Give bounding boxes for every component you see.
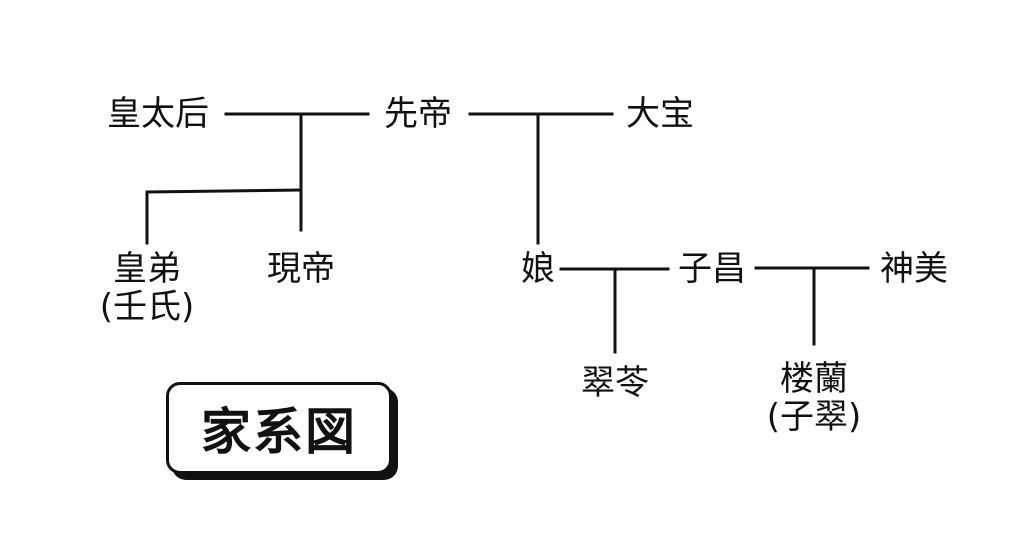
person-former-emperor: 先帝 bbox=[384, 95, 452, 133]
person-name: 大宝 bbox=[626, 94, 694, 134]
person-name: 神美 bbox=[880, 249, 948, 289]
sibling-bar-dowager-children bbox=[145, 188, 303, 194]
diagram-title: 家系図 bbox=[201, 403, 357, 461]
person-shisho: 子昌 bbox=[678, 250, 746, 288]
person-daughter: 娘 bbox=[521, 250, 555, 288]
person-name: 皇弟 bbox=[113, 249, 181, 289]
person-name: 現帝 bbox=[267, 249, 335, 289]
person-taiho: 大宝 bbox=[626, 95, 694, 133]
person-alias: (子翠) bbox=[766, 397, 862, 437]
person-name: 皇太后 bbox=[107, 94, 209, 134]
diagram-title-box: 家系図 bbox=[166, 382, 392, 474]
person-shinbi: 神美 bbox=[880, 250, 948, 288]
person-name: 娘 bbox=[521, 249, 555, 289]
person-empress-dowager: 皇太后 bbox=[107, 95, 209, 133]
person-suirei: 翠苓 bbox=[581, 364, 649, 402]
person-alias: (壬氏) bbox=[99, 287, 195, 327]
person-name: 楼蘭 bbox=[780, 359, 848, 399]
person-current-emperor: 現帝 bbox=[267, 250, 335, 288]
person-name: 翠苓 bbox=[581, 363, 649, 403]
person-imperial-brother: 皇弟 (壬氏) bbox=[100, 250, 195, 326]
person-name: 先帝 bbox=[384, 94, 452, 134]
person-name: 子昌 bbox=[678, 249, 746, 289]
person-rouran: 楼蘭 (子翠) bbox=[767, 360, 862, 436]
